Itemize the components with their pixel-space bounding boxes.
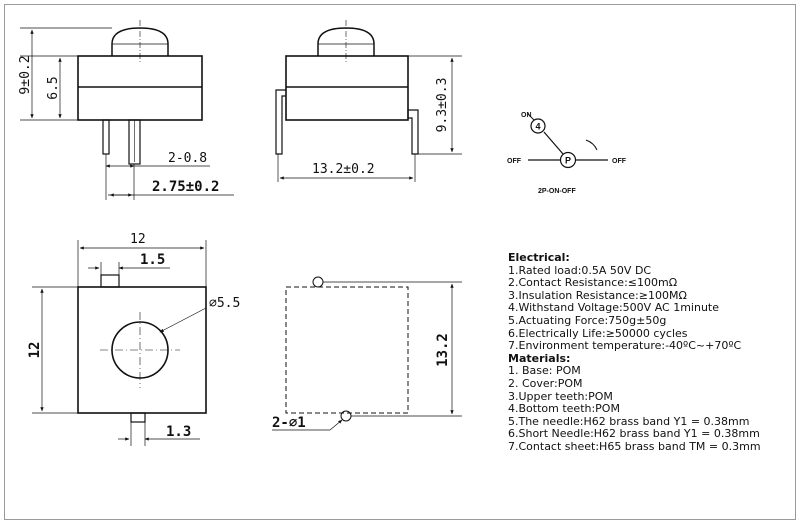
material-spec-5: 5.The needle:H62 brass band Y1 = 0.38mm [508, 414, 750, 428]
electrical-spec-6: 6.Electrically Life:≥50000 cycles [508, 326, 688, 340]
dim-height-total: 9±0.2 [18, 55, 33, 94]
electrical-spec-4: 4.Withstand Voltage:500V AC 1minute [508, 301, 719, 315]
schematic-off-right: OFF [612, 158, 627, 165]
dim-right-height: 13.2 [435, 333, 451, 367]
top-view [77, 274, 207, 423]
dim-left-height: 12 [27, 342, 43, 359]
schematic-p-label: P [565, 156, 571, 166]
electrical-heading: Electrical: [508, 251, 570, 264]
switch-schematic [527, 113, 608, 169]
sheet-border [4, 4, 796, 520]
dim-top-width: 12 [130, 232, 146, 247]
electrical-spec-2: 2.Contact Resistance:≤100mΩ [508, 276, 678, 290]
material-spec-4: 4.Bottom teeth:POM [508, 402, 620, 416]
dim-pin-pitch: 2-0.8 [168, 151, 207, 166]
dim-pin-span: 2.75±0.2 [152, 179, 219, 195]
schematic-position-number: 4 [535, 122, 540, 132]
dim-tab-width: 1.5 [140, 252, 165, 268]
electrical-spec-5: 5.Actuating Force:750g±50g [508, 313, 667, 327]
schematic-caption: 2P-ON-OFF [538, 188, 576, 195]
dim-hole-diameter: ⌀5.5 [209, 296, 240, 311]
material-spec-1: 1. Base: POM [508, 364, 581, 378]
top-view-dimension-lines [32, 240, 207, 446]
dim-body-height: 6.5 [46, 76, 61, 99]
material-spec-7: 7.Contact sheet:H65 brass band TM = 0.3m… [508, 439, 761, 453]
electrical-spec-3: 3.Insulation Resistance:≥100MΩ [508, 288, 687, 302]
schematic-off-left: OFF [507, 158, 522, 165]
pcb-dimension-lines [272, 281, 462, 431]
electrical-spec-7: 7.Environment temperature:-40ºC~+70ºC [508, 339, 742, 353]
material-spec-6: 6.Short Needle:H62 brass band Y1 = 0.38m… [508, 427, 760, 441]
schematic-on-label: ON [521, 112, 532, 119]
dim-height-side: 9.3±0.3 [435, 78, 450, 133]
front-view-dimension-lines [20, 27, 234, 200]
pcb-footprint [285, 276, 409, 422]
dim-width-front: 13.2±0.2 [312, 162, 375, 177]
side-view [275, 20, 419, 155]
electrical-spec-1: 1.Rated load:0.5A 50V DC [508, 263, 652, 277]
materials-heading: Materials: [508, 351, 571, 365]
material-spec-2: 2. Cover:POM [508, 376, 583, 390]
specifications-panel: Electrical: 1.Rated load:0.5A 50V DC 2.C… [508, 251, 792, 454]
dim-bottom-tab: 1.3 [166, 424, 191, 440]
dim-pin-holes: 2-⌀1 [272, 415, 306, 431]
front-view [77, 20, 203, 165]
material-spec-3: 3.Upper teeth:POM [508, 389, 613, 403]
side-view-dimension-lines [277, 55, 462, 182]
